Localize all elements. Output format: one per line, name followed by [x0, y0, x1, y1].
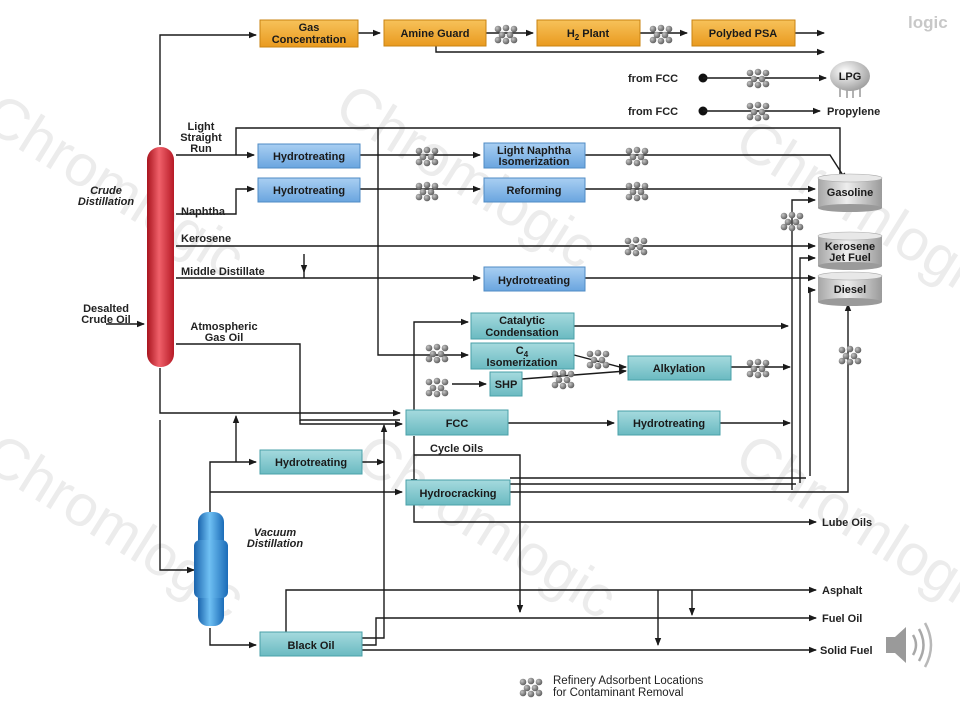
legend-line-2: for Contaminant Removal: [553, 687, 683, 699]
atmospheric-gas-oil-label-1: Atmospheric: [190, 321, 257, 333]
light-straight-run-label-1: Light: [188, 121, 215, 133]
vacuum-distillation-label-2: Distillation: [247, 538, 304, 550]
polybed-psa-box: Polybed PSA: [691, 19, 796, 47]
legend: Refinery Adsorbent Locations for Contami…: [519, 675, 703, 699]
diesel-label: Diesel: [834, 284, 866, 296]
adsorbent-cluster-icon: [625, 181, 649, 202]
light-naphtha-isomerization-label-2: Isomerization: [499, 156, 570, 168]
black-oil-label: Black Oil: [287, 640, 334, 652]
propylene-label: Propylene: [827, 106, 880, 118]
hydrotreating-box-2: Hydrotreating: [257, 177, 361, 203]
light-naphtha-isomerization-box: Light Naphtha Isomerization: [483, 142, 586, 169]
crude-distillation-column: [147, 147, 174, 367]
light-straight-run-label-2: Straight: [180, 132, 222, 144]
adsorbent-cluster-icon: [425, 343, 449, 364]
kerosene-jet-fuel-tank: Kerosene Jet Fuel: [817, 231, 883, 270]
adsorbent-cluster-icon: [625, 146, 649, 167]
hydrotreating-label: Hydrotreating: [633, 418, 705, 430]
gas-concentration-label-2: Concentration: [272, 34, 347, 46]
lpg-sphere-icon: LPG: [830, 61, 870, 98]
hydrotreating-label: Hydrotreating: [273, 185, 345, 197]
legend-line-1: Refinery Adsorbent Locations: [553, 675, 703, 687]
gasoline-tank: Gasoline: [817, 173, 883, 212]
adsorbent-cluster-icon: [494, 24, 518, 45]
adsorbent-cluster-icon: [519, 677, 543, 698]
adsorbent-cluster-icon: [415, 146, 439, 167]
alkylation-label: Alkylation: [653, 363, 706, 375]
kerosene-jet-fuel-label-2: Jet Fuel: [829, 252, 871, 264]
lube-oils-label: Lube Oils: [822, 517, 872, 529]
hydrotreating-box-5: Hydrotreating: [259, 449, 363, 475]
kerosene-label: Kerosene: [181, 233, 231, 245]
desalted-crude-oil-label-2: Crude Oil: [81, 314, 131, 326]
catalytic-condensation-label-1: Catalytic: [499, 315, 545, 327]
middle-distillate-label: Middle Distillate: [181, 266, 265, 278]
shp-box: SHP: [489, 371, 523, 397]
alkylation-box: Alkylation: [627, 355, 732, 381]
svg-text:H2 Plant: H2 Plant: [567, 28, 610, 42]
hydrotreating-box-3: Hydrotreating: [483, 266, 586, 292]
fcc-label: FCC: [446, 418, 469, 430]
hydrotreating-label: Hydrotreating: [273, 151, 345, 163]
light-straight-run-label-3: Run: [190, 143, 212, 155]
adsorbent-cluster-icon: [425, 377, 449, 398]
black-oil-box: Black Oil: [259, 631, 363, 657]
adsorbent-cluster-icon: [551, 369, 575, 390]
amine-guard-box: Amine Guard: [383, 19, 487, 47]
c4-isomerization-label-2: Isomerization: [487, 357, 558, 369]
vacuum-distillation-column: [194, 512, 228, 626]
amine-guard-label: Amine Guard: [400, 28, 469, 40]
asphalt-label: Asphalt: [822, 585, 863, 597]
h2-plant-label-main: H: [567, 28, 575, 40]
solid-fuel-label: Solid Fuel: [820, 645, 873, 657]
cycle-oils-label: Cycle Oils: [430, 443, 483, 455]
gas-concentration-box: Gas Concentration: [259, 19, 359, 48]
light-naphtha-isomerization-label-1: Light Naphtha: [497, 145, 572, 157]
adsorbent-cluster-icon: [649, 24, 673, 45]
c4-isomerization-label-main: C: [516, 345, 524, 357]
naphtha-label: Naphtha: [181, 206, 226, 218]
h2-plant-label-sub: 2: [575, 33, 580, 42]
fuel-oil-label: Fuel Oil: [822, 613, 862, 625]
reforming-box: Reforming: [483, 177, 586, 203]
hydrotreating-box-4: Hydrotreating: [617, 410, 721, 436]
shp-label: SHP: [495, 379, 518, 391]
company-logo: logic: [908, 13, 948, 32]
svg-text:C4: C4: [516, 345, 529, 359]
adsorbent-cluster-icon: [415, 181, 439, 202]
lpg-label: LPG: [839, 71, 862, 83]
desalted-crude-oil-label-1: Desalted: [83, 303, 129, 315]
reforming-label: Reforming: [507, 185, 562, 197]
catalytic-condensation-box: Catalytic Condensation: [470, 312, 575, 340]
hydrotreating-label: Hydrotreating: [275, 457, 347, 469]
crude-distillation-label-1: Crude: [90, 185, 122, 197]
polybed-psa-label: Polybed PSA: [709, 28, 778, 40]
c4-isomerization-label-sub: 4: [524, 350, 529, 359]
adsorbent-cluster-icon: [746, 358, 770, 379]
atmospheric-gas-oil-label-2: Gas Oil: [205, 332, 244, 344]
hydrotreating-label: Hydrotreating: [498, 275, 570, 287]
diesel-tank: Diesel: [817, 271, 883, 306]
gas-concentration-label-1: Gas: [299, 22, 320, 34]
hydrocracking-label: Hydrocracking: [419, 488, 496, 500]
vacuum-distillation-label-1: Vacuum: [254, 527, 297, 539]
h2-plant-label-rest: Plant: [579, 28, 609, 40]
adsorbent-cluster-icon: [838, 345, 862, 366]
h2-plant-box: H2 Plant: [536, 19, 641, 47]
hydrotreating-box-1: Hydrotreating: [257, 143, 361, 169]
from-fcc-label: from FCC: [628, 106, 678, 118]
speaker-icon[interactable]: [886, 622, 933, 668]
gasoline-label: Gasoline: [827, 187, 873, 199]
c4-isomerization-box: C4 Isomerization: [470, 342, 575, 370]
fcc-box: FCC: [405, 409, 509, 436]
crude-distillation-label-2: Distillation: [78, 196, 135, 208]
from-fcc-label: from FCC: [628, 73, 678, 85]
kerosene-jet-fuel-label-1: Kerosene: [825, 241, 875, 253]
catalytic-condensation-label-2: Condensation: [485, 327, 559, 339]
hydrocracking-box: Hydrocracking: [405, 479, 511, 506]
